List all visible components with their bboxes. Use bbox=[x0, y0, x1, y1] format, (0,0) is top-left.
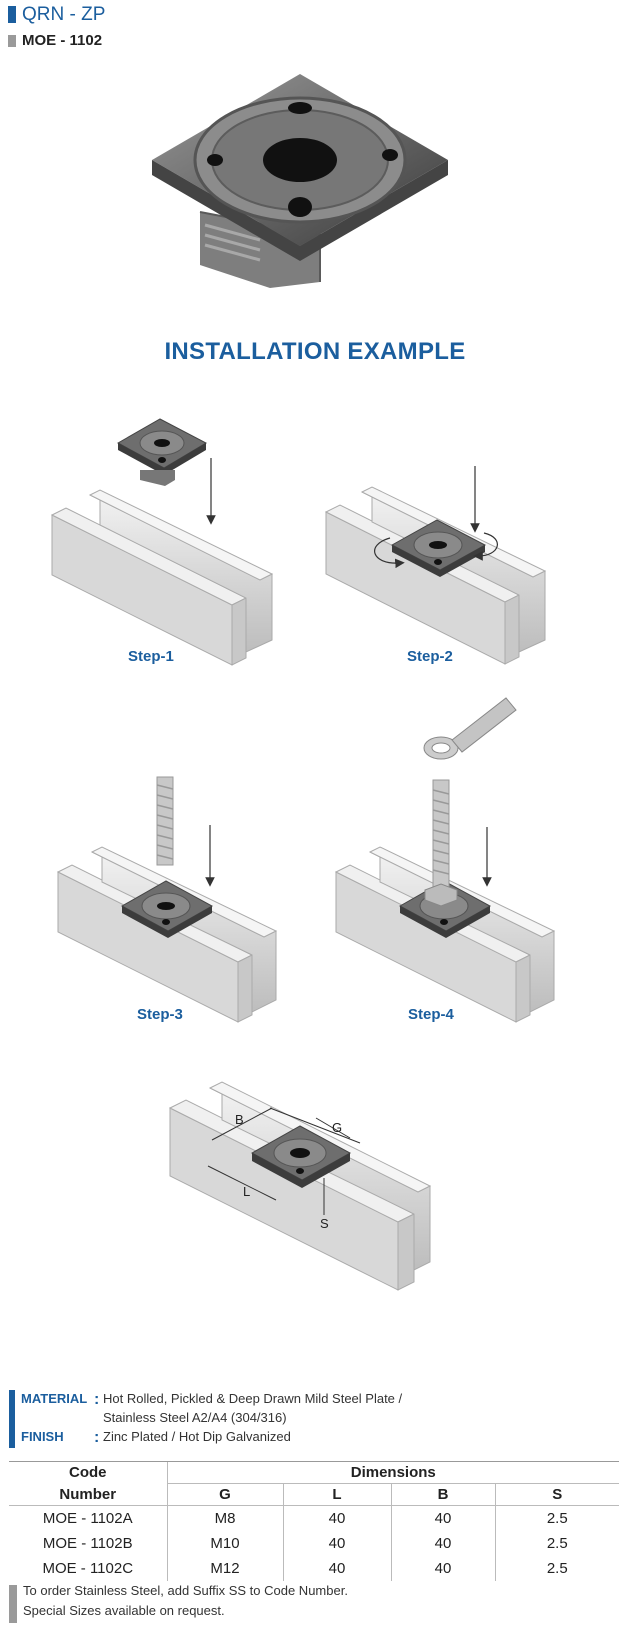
row-b: 40 bbox=[390, 1556, 495, 1581]
product-code: MOE - 1102 bbox=[8, 32, 102, 49]
step-2-label: Step-2 bbox=[407, 648, 453, 665]
step-3-label: Step-3 bbox=[137, 1006, 183, 1023]
step-2-illustration bbox=[324, 466, 547, 665]
row-g: M12 bbox=[166, 1556, 283, 1581]
col-header-g: G bbox=[166, 1483, 283, 1506]
product-illustrations: B G L S bbox=[50, 74, 556, 1291]
step-1-illustration bbox=[50, 418, 274, 666]
col-header-s: S bbox=[494, 1483, 619, 1506]
row-s: 2.5 bbox=[494, 1531, 619, 1556]
product-render bbox=[152, 74, 448, 288]
row-code: MOE - 1102B bbox=[42, 1535, 133, 1552]
col-header-b: B bbox=[390, 1483, 495, 1506]
code-header: Code bbox=[9, 1461, 167, 1484]
title-bar-marker bbox=[8, 6, 16, 24]
table-row: MOE - 1102B M10 40 40 2.5 bbox=[9, 1531, 619, 1556]
row-code: MOE - 1102C bbox=[42, 1560, 134, 1577]
row-b: 40 bbox=[390, 1505, 495, 1531]
col-header-l: L bbox=[282, 1483, 391, 1506]
table-row: MOE - 1102A M8 40 40 2.5 bbox=[9, 1505, 619, 1531]
row-s: 2.5 bbox=[494, 1505, 619, 1531]
table-row: MOE - 1102C M12 40 40 2.5 bbox=[9, 1556, 619, 1581]
code-bar-marker bbox=[8, 35, 16, 48]
finish-value: Zinc Plated / Hot Dip Galvanized bbox=[103, 1429, 291, 1444]
dimensions-table: Code Dimensions Number G L B S MOE - 110… bbox=[9, 1461, 619, 1581]
step-3-illustration bbox=[56, 776, 278, 1023]
step-1-label: Step-1 bbox=[128, 648, 174, 665]
row-g: M8 bbox=[166, 1505, 283, 1531]
note-bar-marker bbox=[9, 1585, 17, 1623]
dimensions-header: Dimensions bbox=[166, 1461, 619, 1484]
material-line-1: Hot Rolled, Pickled & Deep Drawn Mild St… bbox=[103, 1391, 403, 1406]
material-line-2: Stainless Steel A2/A4 (304/316) bbox=[103, 1410, 287, 1425]
number-header: Number bbox=[9, 1483, 167, 1506]
finish-colon: : bbox=[94, 1429, 100, 1446]
row-b: 40 bbox=[390, 1531, 495, 1556]
finish-label: FINISH bbox=[21, 1429, 64, 1444]
product-title: QRN - ZP bbox=[8, 4, 105, 26]
product-title-text: QRN - ZP bbox=[22, 4, 106, 25]
row-g: M10 bbox=[166, 1531, 283, 1556]
note-line-1: To order Stainless Steel, add Suffix SS … bbox=[23, 1583, 348, 1598]
dim-g-label: G bbox=[332, 1120, 342, 1135]
dim-s-label: S bbox=[320, 1216, 329, 1231]
row-l: 40 bbox=[282, 1505, 391, 1531]
product-code-text: MOE - 1102 bbox=[22, 32, 103, 49]
material-label: MATERIAL bbox=[21, 1391, 88, 1406]
dimension-illustration: B G L S bbox=[168, 1081, 432, 1291]
step-4-label: Step-4 bbox=[408, 1006, 454, 1023]
row-s: 2.5 bbox=[494, 1556, 619, 1581]
note-line-2: Special Sizes available on request. bbox=[23, 1603, 225, 1618]
step-4-illustration bbox=[334, 697, 556, 1023]
spec-bar-marker bbox=[9, 1390, 15, 1448]
installation-title: INSTALLATION EXAMPLE bbox=[164, 338, 466, 365]
row-l: 40 bbox=[282, 1531, 391, 1556]
dim-b-label: B bbox=[235, 1112, 244, 1127]
row-l: 40 bbox=[282, 1556, 391, 1581]
row-code: MOE - 1102A bbox=[42, 1510, 133, 1527]
material-colon: : bbox=[94, 1391, 100, 1408]
dim-l-label: L bbox=[243, 1184, 250, 1199]
